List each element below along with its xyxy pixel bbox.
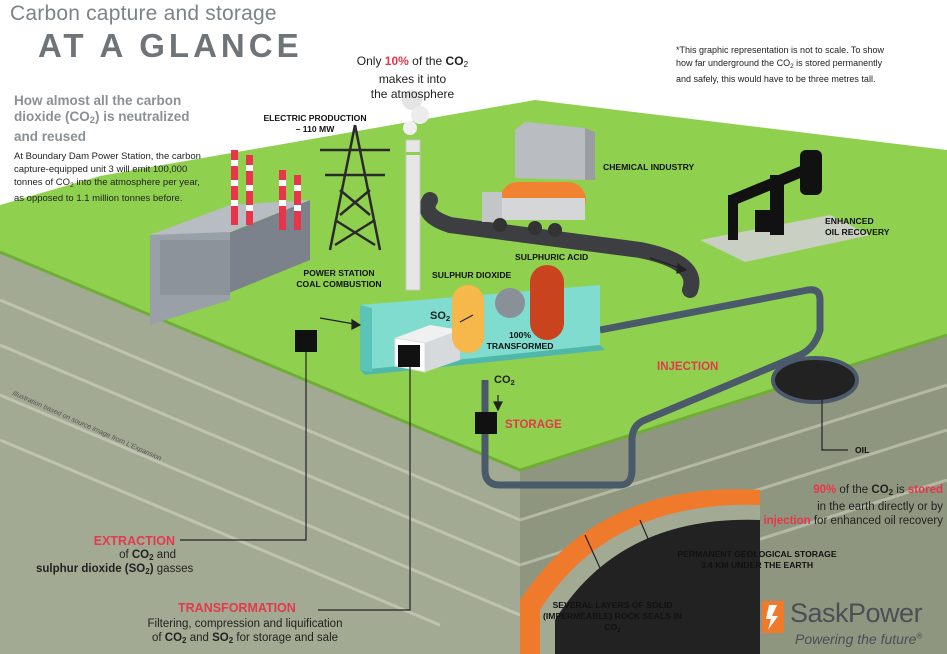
transformation-title: TRANSFORMATION bbox=[178, 601, 296, 615]
extraction-title: EXTRACTION bbox=[93, 534, 175, 548]
intro-heading: How almost all the carbon dioxide (CO2) … bbox=[14, 93, 190, 144]
transformation-marker bbox=[398, 345, 420, 367]
oil-label: OIL bbox=[855, 445, 870, 455]
sulphur-dioxide-tank bbox=[452, 285, 484, 353]
co2-pipeline bbox=[481, 286, 824, 489]
transformed-label: 100%TRANSFORMED bbox=[486, 330, 554, 351]
transmission-tower bbox=[320, 124, 390, 251]
power-station-building bbox=[150, 200, 310, 325]
intro-body: At Boundary Dam Power Station, the carbo… bbox=[14, 151, 201, 204]
smokestacks bbox=[231, 150, 301, 230]
saskpower-logo-icon bbox=[762, 601, 784, 633]
scale-note: *This graphic representation is not to s… bbox=[676, 45, 884, 84]
chimney bbox=[402, 90, 429, 291]
so2-label: SO2 bbox=[430, 310, 451, 323]
geological-reservoir bbox=[520, 489, 760, 654]
stored-note: 90% of the CO2 is stored in the earth di… bbox=[763, 484, 943, 527]
atmosphere-note: Only 10% of the CO2 makes it into the at… bbox=[356, 54, 469, 101]
chemical-industry-building bbox=[515, 122, 595, 180]
logo-name: SaskPower bbox=[790, 598, 923, 628]
electric-production-label: ELECTRIC PRODUCTION– 110 MW bbox=[263, 113, 367, 134]
chemical-industry-label: CHEMICAL INDUSTRY bbox=[603, 162, 695, 172]
storage-marker bbox=[475, 412, 497, 434]
sulphuric-acid-tank bbox=[530, 265, 564, 340]
title-line-1: Carbon capture and storage bbox=[10, 2, 277, 25]
road bbox=[419, 192, 700, 298]
transformer-sphere bbox=[495, 288, 525, 318]
oil-well-hole bbox=[771, 356, 859, 404]
transformation-description: Filtering, compression and liquification… bbox=[147, 618, 343, 645]
co2-label: CO2 bbox=[494, 374, 515, 387]
title-line-2: AT A GLANCE bbox=[38, 27, 303, 64]
tanker-truck bbox=[482, 182, 586, 237]
extraction-description: of CO2 and bbox=[119, 549, 176, 562]
storage-label: STORAGE bbox=[505, 419, 562, 431]
extraction-marker bbox=[295, 330, 317, 352]
rock-seal-label: SEVERAL LAYERS OF SOLID(IMPERMEABLE) ROC… bbox=[543, 600, 682, 634]
logo-tagline: Powering the future® bbox=[795, 631, 923, 647]
flow-arrows bbox=[319, 257, 688, 412]
callout-leaders bbox=[180, 352, 848, 611]
extraction-description-2: sulphur dioxide (SO2) gasses bbox=[36, 563, 194, 576]
sulphur-dioxide-label: SULPHUR DIOXIDE bbox=[432, 270, 512, 280]
sulphuric-acid-label: SULPHURIC ACID bbox=[515, 252, 589, 262]
pumpjack bbox=[700, 150, 870, 262]
injection-label: INJECTION bbox=[657, 361, 719, 373]
